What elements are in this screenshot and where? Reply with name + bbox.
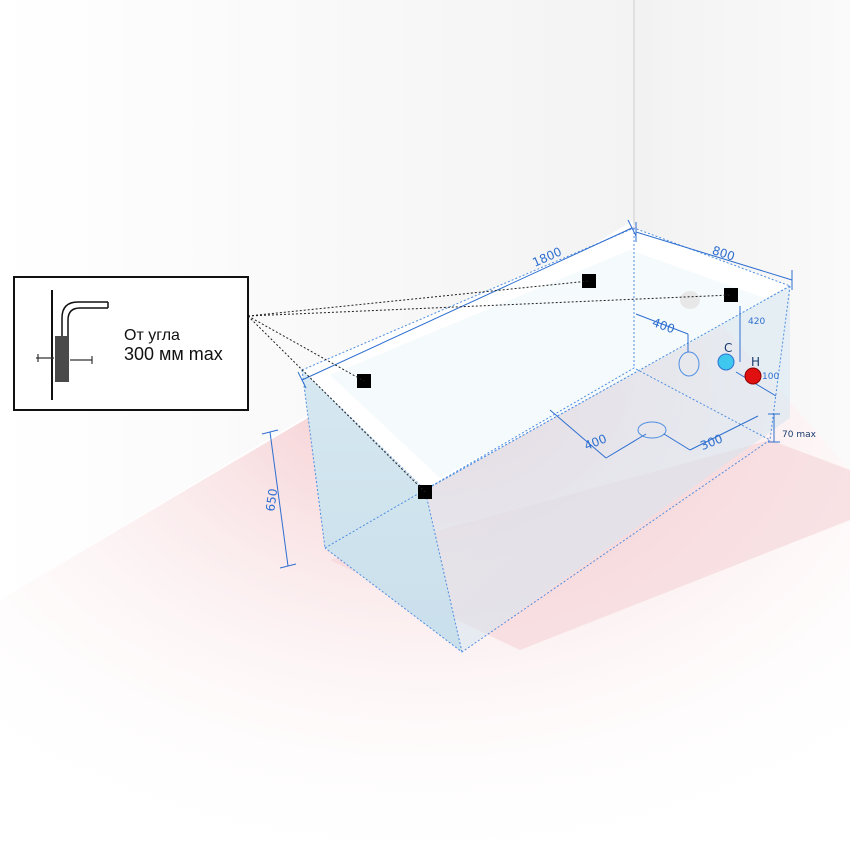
dim-300-floor-ext [689,415,759,451]
dim-400-wall-line [635,313,689,335]
overflow-knob [680,291,700,309]
height-label: 650 [263,488,280,513]
dim-650-line [269,431,289,567]
gap-max-label: 70 max [782,430,817,440]
mount-point-back-right [724,288,738,302]
mounting-callout: От угла 300 мм max [13,276,249,411]
wall-overflow-hole [678,351,700,377]
tub-edge-back-left [301,369,326,549]
dim-300-floor-line [663,433,691,451]
bathtub [301,227,792,653]
dim-650-tick-bottom [279,563,297,569]
dim-650-tick-top [261,429,279,435]
right-wall [634,0,850,470]
dimension-lines [261,219,793,569]
dim-100-line [735,371,777,397]
dim-1800-tick-left [297,371,307,389]
dim-1800-line [301,227,633,381]
mount-point-back-center [582,274,596,288]
callout-line2: 300 мм max [124,344,223,364]
dim-800-line [635,231,793,281]
dim-1800-tick-right [627,219,637,237]
width-label: 800 [710,243,736,263]
hot-water-marker [744,367,762,385]
tub-basin [330,250,770,478]
callout-mount-block-icon [55,336,69,382]
pipe-height-label: 420 [748,317,765,327]
hot-label: H [751,355,760,369]
floor-drain-hole [637,421,667,439]
cold-water-marker [717,353,735,371]
dim-400-floor-line [549,409,607,459]
pipe-spacing-label: 100 [762,372,779,382]
callout-bracket-icon [61,301,108,338]
callout-screw-icon [36,354,93,364]
dim-400-floor-link [605,433,647,459]
callout-line1: От угла [124,327,180,344]
cold-label: C [724,341,732,355]
tub-end-face [302,370,462,652]
left-wall [0,0,634,600]
callout-leaders [247,280,732,493]
tub-front-face [425,286,790,652]
tub-edge-front-top [424,285,791,491]
water-connections: C H [717,341,762,385]
